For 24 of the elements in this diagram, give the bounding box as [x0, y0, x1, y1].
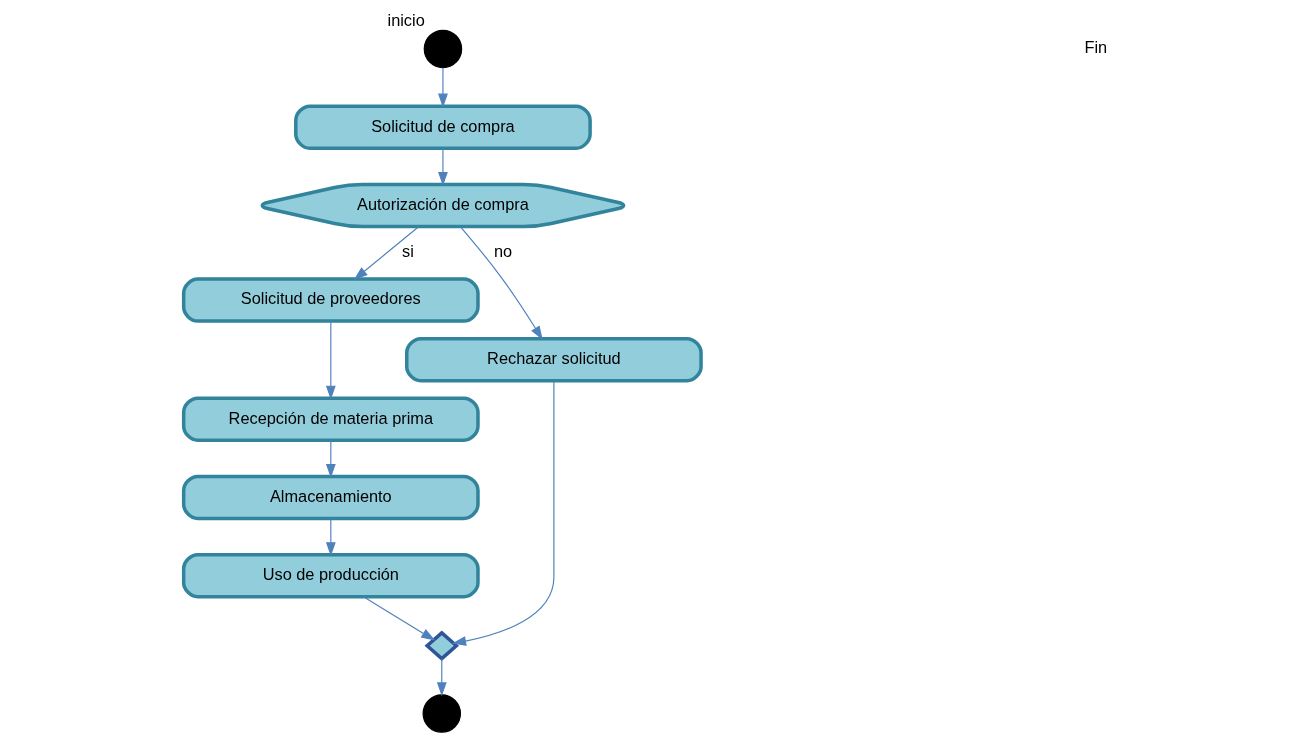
node-label: inicio: [387, 10, 425, 29]
arrow: [325, 439, 336, 478]
node-circle: [423, 29, 463, 69]
label: Fin: [1084, 38, 1108, 57]
node-box: Almacenamiento: [181, 474, 480, 521]
node-box: Recepción de materia prima: [181, 396, 480, 442]
node-box: Solicitud de proveedores: [181, 277, 480, 323]
arrow: [353, 226, 420, 281]
edge-label: no: [494, 242, 513, 261]
arrow: [325, 518, 336, 557]
node-box: Rechazar solicitud: [405, 336, 703, 383]
arrow: [362, 596, 436, 641]
arrow: [438, 67, 448, 108]
edge-label: si: [402, 242, 414, 261]
node-ellipse: Autorización de compra: [260, 182, 626, 229]
node-circle: [422, 694, 462, 733]
node-box: Solicitud de compra: [294, 104, 592, 150]
arrow: [459, 226, 543, 340]
arrow: [438, 147, 448, 187]
arrow: [436, 658, 447, 697]
node-box: Uso de producción: [181, 552, 480, 599]
arrow: [452, 380, 555, 646]
arrow: [325, 321, 336, 400]
node-diamond: [424, 630, 459, 661]
